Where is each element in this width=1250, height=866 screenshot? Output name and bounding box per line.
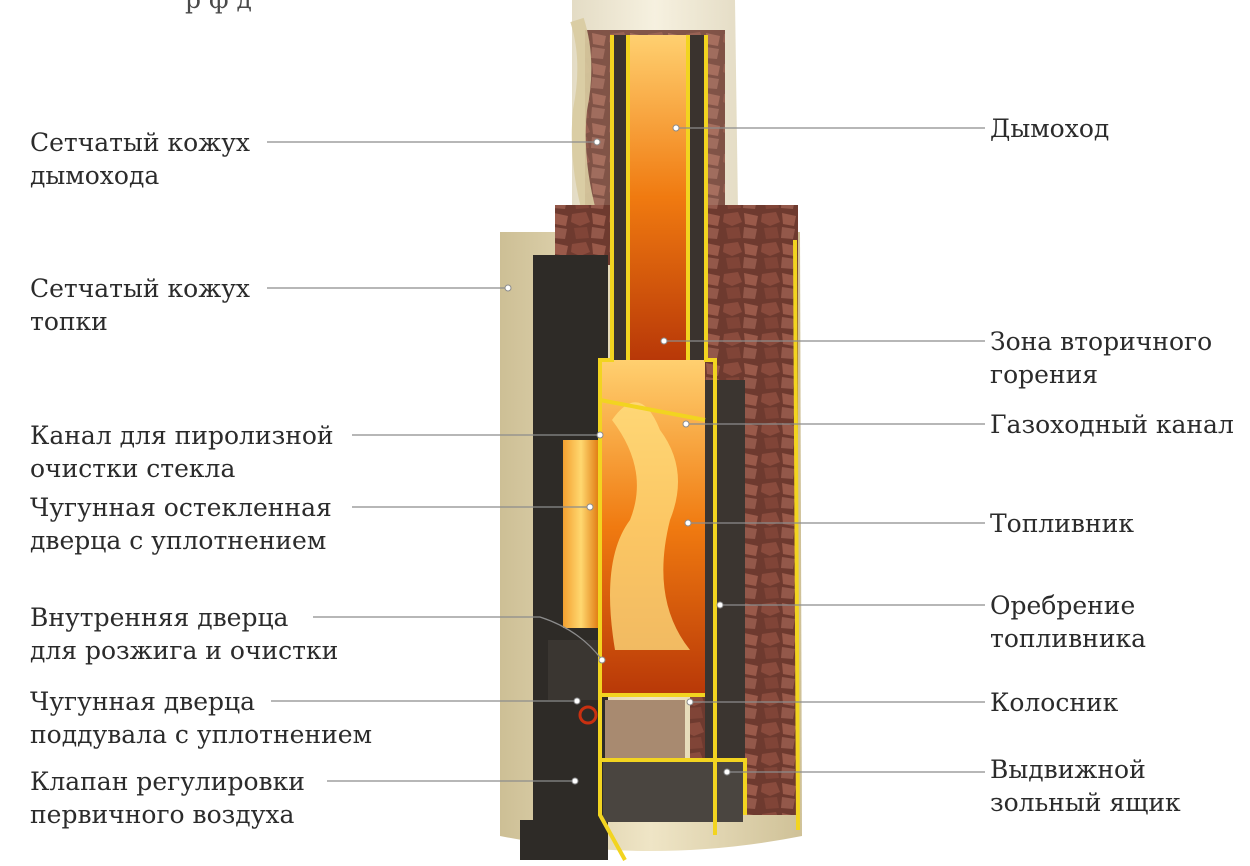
label-chimney: Дымоход (990, 112, 1109, 145)
label-line: Сетчатый кожух (30, 126, 250, 159)
label-firebox: Топливник (990, 507, 1134, 540)
label-line: очистки стекла (30, 452, 334, 485)
label-secondary-combustion-zone: Зона вторичного горения (990, 325, 1212, 391)
label-inner-door: Внутренняя дверца для розжига и очистки (30, 601, 338, 667)
label-mesh-firebox-casing: Сетчатый кожух топки (30, 272, 250, 338)
label-line: для розжига и очистки (30, 634, 338, 667)
label-line: Чугунная остекленная (30, 491, 332, 524)
label-cast-iron-glazed-door: Чугунная остекленная дверца с уплотнение… (30, 491, 332, 557)
label-line: зольный ящик (990, 786, 1181, 819)
label-line: топки (30, 305, 250, 338)
label-grate: Колосник (990, 686, 1118, 719)
label-line: Выдвижной (990, 753, 1181, 786)
label-line: Топливник (990, 507, 1134, 540)
label-line: Чугунная дверца (30, 685, 372, 718)
label-line: поддувала с уплотнением (30, 718, 372, 751)
label-line: топливника (990, 622, 1146, 655)
label-line: Зона вторичного (990, 325, 1212, 358)
label-ash-pit-door: Чугунная дверца поддувала с уплотнением (30, 685, 372, 751)
label-line: Газоходный канал (990, 408, 1234, 441)
label-flue-channel: Газоходный канал (990, 408, 1234, 441)
ash-pit (605, 700, 685, 760)
label-primary-air-valve: Клапан регулировки первичного воздуха (30, 765, 305, 831)
label-ash-drawer: Выдвижной зольный ящик (990, 753, 1181, 819)
label-line: Колосник (990, 686, 1118, 719)
label-line: горения (990, 358, 1212, 391)
label-line: Оребрение (990, 589, 1146, 622)
chimney-pipe (628, 35, 688, 360)
label-line: Канал для пиролизной (30, 419, 334, 452)
label-line: Дымоход (990, 112, 1109, 145)
door-glass (563, 440, 599, 628)
label-line: Сетчатый кожух (30, 272, 250, 305)
label-mesh-chimney-casing: Сетчатый кожух дымохода (30, 126, 250, 192)
label-pyrolysis-glass-channel: Канал для пиролизной очистки стекла (30, 419, 334, 485)
label-line: первичного воздуха (30, 798, 305, 831)
label-line: дверца с уплотнением (30, 524, 332, 557)
label-line: Клапан регулировки (30, 765, 305, 798)
label-line: Внутренняя дверца (30, 601, 338, 634)
label-firebox-fins: Оребрение топливника (990, 589, 1146, 655)
label-line: дымохода (30, 159, 250, 192)
